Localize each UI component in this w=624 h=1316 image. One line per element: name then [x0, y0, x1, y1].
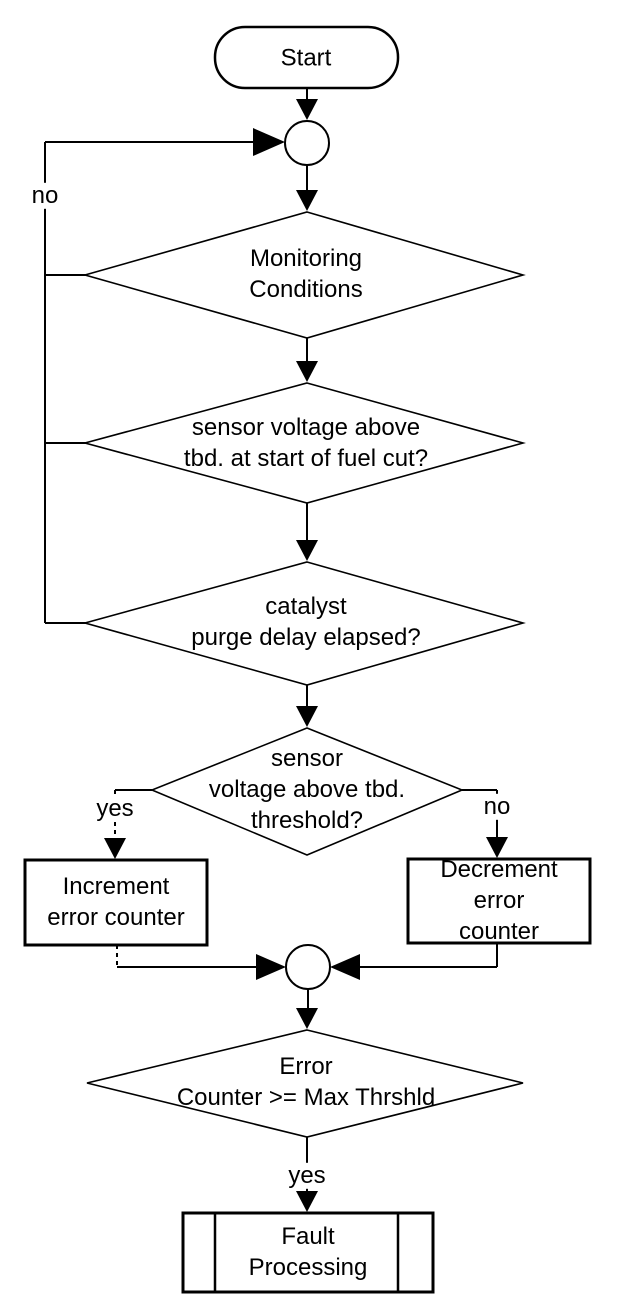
- junction-top-circle: [284, 120, 330, 166]
- arrowhead-d3-to-d4: [296, 706, 318, 727]
- process-decrement-label: Decrement error counter: [440, 856, 558, 946]
- terminator-start: [213, 25, 400, 90]
- arrowhead-decrement-to-merge: [330, 954, 360, 980]
- bottom-yes-label: yes: [285, 1162, 329, 1190]
- arrowhead-start-to-junction: [296, 99, 318, 120]
- arrowhead-yes-to-fault: [296, 1191, 318, 1212]
- process-decrement-box: [406, 857, 592, 945]
- arrowhead-junction-to-d1: [296, 190, 318, 211]
- decision-sensor-threshold: [149, 727, 465, 856]
- branch-no-label: no: [480, 793, 514, 821]
- arrowhead-d2-to-d3: [296, 540, 318, 561]
- decision-sensor-fuel-cut-label: sensor voltage above tbd. at start of fu…: [183, 413, 429, 472]
- decision-catalyst-purge-label: catalyst purge delay elapsed?: [191, 592, 421, 651]
- arrowhead-no-to-decrement: [486, 837, 508, 858]
- junction-merge-circle: [285, 944, 331, 990]
- decision-monitoring-label: Monitoring Conditions: [249, 244, 363, 303]
- decision-error-counter: [86, 1029, 524, 1138]
- decision-catalyst-purge: [82, 561, 526, 686]
- process-increment-label: Increment error counter: [47, 872, 185, 931]
- decision-monitoring-conditions: [82, 211, 526, 339]
- decision-sensor-threshold-label: sensor voltage above tbd. threshold?: [208, 745, 406, 835]
- branch-yes-label: yes: [93, 795, 137, 823]
- decision-sensor-fuel-cut: [81, 382, 526, 504]
- loop-no-label: no: [28, 182, 62, 210]
- arrowhead-increment-to-merge: [256, 954, 286, 980]
- arrowhead-loop-to-junction: [253, 128, 285, 156]
- arrowhead-yes-to-increment: [104, 838, 126, 859]
- arrowhead-merge-to-d5: [296, 1008, 318, 1029]
- predefined-process-fault-box: [181, 1211, 435, 1294]
- process-increment-box: [23, 858, 209, 947]
- start-label: Start: [280, 44, 332, 72]
- predefined-process-fault-label: Fault Processing: [248, 1222, 368, 1281]
- decision-error-counter-label: Error Counter >= Max Thrshld: [176, 1052, 436, 1111]
- arrowheads: [104, 99, 508, 1212]
- arrowhead-d1-to-d2: [296, 361, 318, 382]
